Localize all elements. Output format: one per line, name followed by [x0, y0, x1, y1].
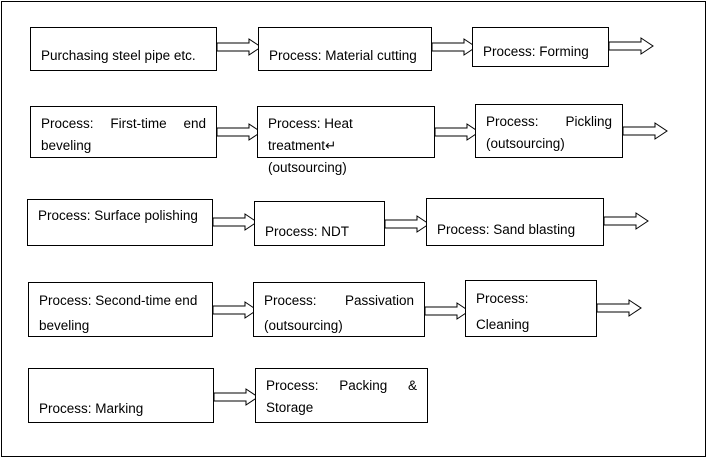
arrow-10	[212, 301, 258, 319]
arrow-5	[434, 123, 480, 141]
arrow-4	[216, 123, 262, 141]
arrow-13	[213, 388, 259, 406]
step-surface-polishing: Process: Surface polishing	[27, 199, 213, 246]
step-marking: Process: Marking	[28, 368, 214, 423]
step-label: Process: NDT	[265, 224, 350, 239]
arrow-12	[596, 299, 642, 317]
step-label: Purchasing steel pipe etc.	[41, 48, 196, 63]
step-heat-treatment: Process: Heat treatment↵ (outsourcing)	[257, 106, 435, 175]
step-packing-storage: Process: Packing & Storage	[255, 368, 428, 423]
step-label: Process: Marking	[39, 401, 144, 416]
step-material-cutting: Process: Material cutting	[258, 27, 432, 71]
arrow-3	[608, 37, 654, 55]
step-label: Process: Sand blasting	[437, 222, 576, 237]
step-label-2: beveling	[41, 138, 92, 153]
arrow-1	[216, 38, 262, 56]
step-label: Process: Forming	[483, 44, 589, 59]
arrow-8	[384, 215, 430, 233]
arrow-6	[622, 122, 668, 140]
step-sand-blasting: Process: Sand blasting	[426, 198, 604, 246]
step-pickling: Process: Pickling (outsourcing)	[475, 104, 623, 158]
step-label: Process: Heat treatment↵	[268, 116, 353, 153]
arrow-7	[212, 213, 258, 231]
step-label: Process: First-time end	[41, 116, 206, 131]
arrow-9	[603, 212, 649, 230]
step-label-2: (outsourcing)	[264, 318, 343, 333]
step-label: Process: Pickling	[486, 114, 612, 129]
step-label-2: beveling	[39, 318, 90, 333]
step-label-2: Cleaning	[476, 317, 530, 332]
step-cleaning: Process: Cleaning	[465, 280, 597, 337]
arrow-11	[424, 302, 470, 320]
step-label-2: Storage	[266, 400, 314, 415]
step-label: Process: Passivation	[264, 293, 414, 308]
step-passivation: Process: Passivation (outsourcing)	[253, 282, 425, 337]
step-label: Process: Material cutting	[269, 48, 417, 63]
step-ndt: Process: NDT	[254, 201, 385, 246]
step-second-beveling: Process: Second-time end beveling	[28, 282, 213, 337]
step-label: Process: Surface polishing	[38, 208, 198, 223]
step-forming: Process: Forming	[472, 27, 609, 67]
step-label-2: (outsourcing)	[486, 136, 565, 151]
arrow-2	[431, 38, 477, 56]
step-purchasing: Purchasing steel pipe etc.	[30, 27, 217, 71]
step-label: Process:	[476, 291, 529, 306]
step-first-beveling: Process: First-time end beveling	[30, 106, 217, 158]
step-label: Process: Packing &	[266, 378, 417, 393]
step-label-2: (outsourcing)	[268, 160, 347, 175]
step-label: Process: Second-time end	[39, 293, 198, 308]
